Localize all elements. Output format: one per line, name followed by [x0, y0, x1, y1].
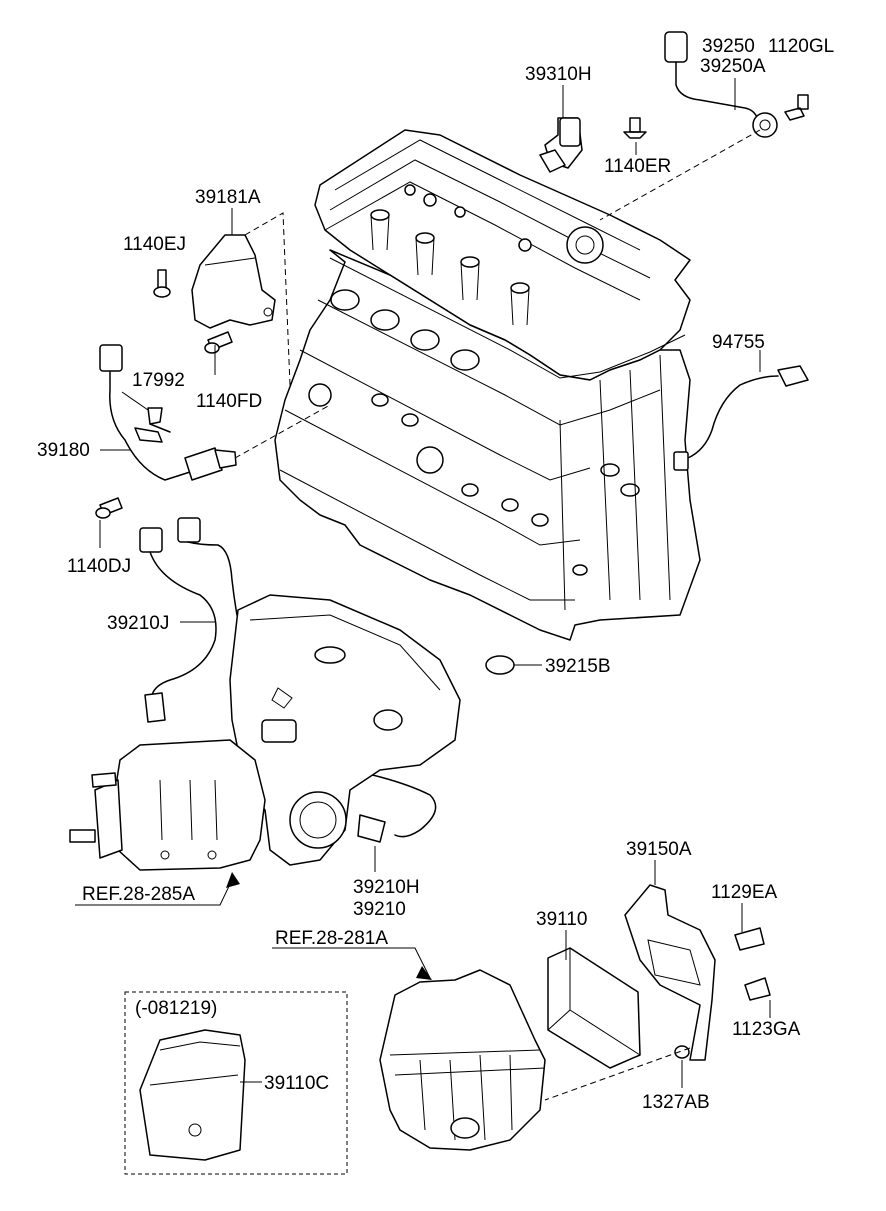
label-1140EJ: 1140EJ — [123, 234, 186, 255]
label-39210J: 39210J — [107, 613, 169, 634]
label-39110C: 39110C — [264, 1073, 329, 1094]
variant-group-box — [124, 991, 348, 1175]
label-39210: 39210 — [353, 899, 406, 920]
oxygen-sensor-39210H — [177, 517, 437, 843]
label-1327AB: 1327AB — [642, 1092, 710, 1113]
ecm-39110 — [547, 947, 641, 1069]
ecm-bracket-39150A — [624, 884, 716, 1061]
knock-sensor-39250 — [664, 31, 778, 138]
clip-17992 — [147, 407, 171, 433]
bolt-1123GA — [744, 977, 771, 1001]
air-cleaner-assembly — [379, 969, 546, 1151]
assembly-dashed-lines — [234, 129, 761, 1101]
label-ref-28-285A: REF.28-285A — [82, 884, 195, 905]
exhaust-manifold — [229, 594, 461, 866]
part-labels: 39250 1120GL 39250A 39310H 1140ER 39181A… — [37, 36, 834, 1113]
label-1123GA: 1123GA — [732, 1019, 801, 1040]
label-39110: 39110 — [536, 909, 587, 930]
bolt-1140FD — [204, 331, 233, 354]
label-17992: 17992 — [132, 370, 185, 391]
camshaft-position-sensor — [539, 117, 583, 173]
label-1140ER: 1140ER — [604, 156, 671, 177]
label-ref-28-281A: REF.28-281A — [275, 928, 388, 949]
label-39250A: 39250A — [700, 56, 766, 77]
bolt-1129EA — [734, 927, 765, 951]
label-1129EA: 1129EA — [711, 882, 778, 903]
bolt-1140EJ — [153, 269, 171, 298]
ecm-variant-39110C — [139, 1029, 246, 1161]
leader-lines — [75, 78, 771, 1088]
label-39210H: 39210H — [353, 877, 420, 898]
bolt-1140ER — [623, 117, 647, 139]
nut-1327AB — [674, 1045, 690, 1059]
label-94755: 94755 — [712, 332, 765, 353]
heat-shield-39181A — [191, 234, 276, 329]
label-variant-date: (-081219) — [135, 998, 217, 1019]
label-39215B: 39215B — [545, 656, 611, 677]
oil-pressure-switch-94755 — [673, 365, 809, 471]
oxygen-sensor-39210J — [139, 527, 217, 723]
crankshaft-position-sensor-39180 — [99, 344, 237, 481]
engine-block — [274, 129, 701, 641]
label-39250: 39250 — [702, 36, 755, 57]
label-1140FD: 1140FD — [196, 391, 262, 412]
label-1120GL: 1120GL — [768, 36, 834, 57]
plug-39215B — [485, 655, 515, 675]
ref-285A-arrow — [226, 872, 240, 888]
label-1140DJ: 1140DJ — [67, 556, 131, 577]
bolt-1140DJ — [95, 497, 123, 519]
label-39181A: 39181A — [195, 187, 261, 208]
catalytic-converter — [69, 739, 266, 871]
bolt-1120GL — [784, 94, 809, 121]
label-39310H: 39310H — [525, 64, 592, 85]
label-39150A: 39150A — [626, 839, 692, 860]
ref-281A-arrow — [416, 966, 432, 980]
label-39180: 39180 — [37, 440, 90, 461]
